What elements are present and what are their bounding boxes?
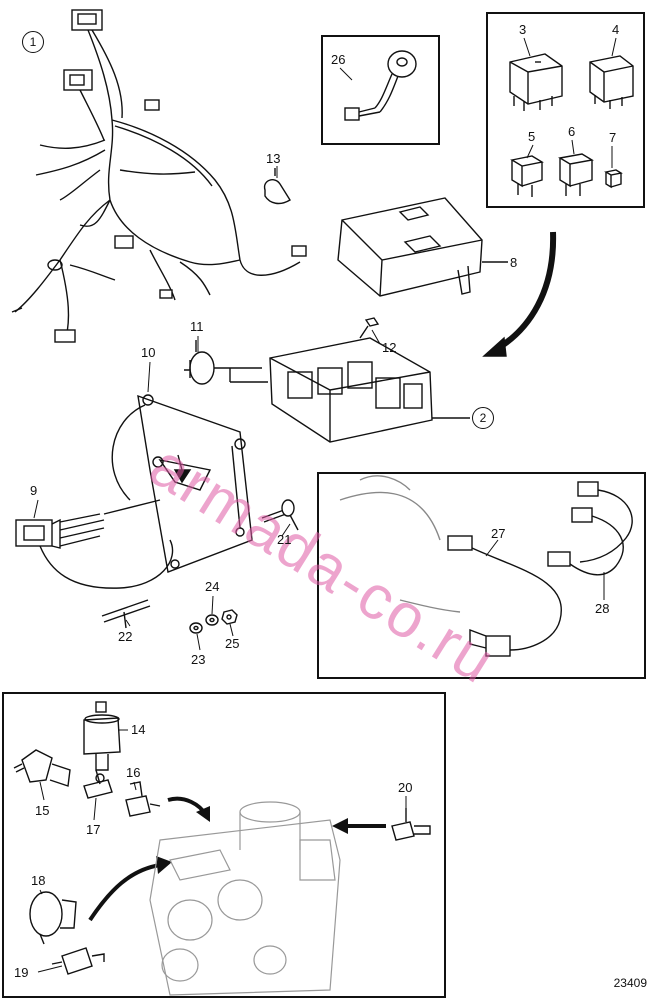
bolt-21 [261,499,299,531]
washer-23 [189,622,203,634]
washer-24 [205,614,219,626]
callout-7: 7 [609,130,617,145]
leader-lines [33,37,617,973]
callout-24: 24 [205,579,220,594]
adapter-16 [125,781,161,817]
wiring-harness [11,9,307,343]
fuse-box-2 [269,317,470,443]
callout-6: 6 [568,124,576,139]
sensor-18 [29,891,77,945]
callout-2: 2 [472,407,494,429]
callout-8: 8 [510,255,518,270]
callout-12: 12 [382,340,397,355]
callout-15: 15 [35,803,50,818]
callout-13: 13 [266,151,281,166]
fuse-6 [558,153,594,196]
relay-fuse-frame [486,12,645,208]
sensor-19 [51,947,105,975]
callout-10: 10 [141,345,156,360]
tee-fitting-17 [83,769,113,799]
assembly-arrow [482,231,557,357]
sensor-15 [13,749,71,787]
cover-8 [337,197,508,297]
cable-28 [547,481,633,576]
cable-27 [339,475,562,657]
engine-outline [149,801,341,996]
callout-27: 27 [491,526,506,541]
callout-4: 4 [612,22,620,37]
buzzer-frame [321,35,440,145]
figure-number: 23409 [613,976,647,990]
callout-11: 11 [190,319,204,334]
callout-17: 17 [86,822,101,837]
mounting-bracket-10 [111,394,253,573]
rubber-mount-11 [184,340,268,385]
nut-25 [221,609,238,625]
buzzer-26 [344,50,417,121]
sensor-20 [391,808,431,841]
callout-3: 3 [519,22,527,37]
pressure-sender-14 [83,701,121,771]
fuse-7 [604,169,623,189]
sensor-arrows [88,796,386,922]
relay-4 [589,55,634,109]
callout-5: 5 [528,129,536,144]
sensor-frame [2,692,446,998]
callout-22: 22 [118,629,133,644]
callout-19: 19 [14,965,29,980]
callout-16: 16 [126,765,141,780]
stud-22 [101,599,151,629]
callout-9: 9 [30,483,38,498]
callout-25: 25 [225,636,240,651]
relay-3 [509,53,563,111]
callout-18: 18 [31,873,46,888]
callout-28: 28 [595,601,610,616]
callout-26: 26 [331,52,346,67]
fuse-5 [510,155,544,197]
cable-frame [317,472,646,679]
connector-9 [15,499,174,589]
callout-14: 14 [131,722,146,737]
callout-20: 20 [398,780,413,795]
cable-clip-13 [263,168,291,205]
callout-23: 23 [191,652,206,667]
callout-21: 21 [277,532,292,547]
callout-1: 1 [22,31,44,53]
